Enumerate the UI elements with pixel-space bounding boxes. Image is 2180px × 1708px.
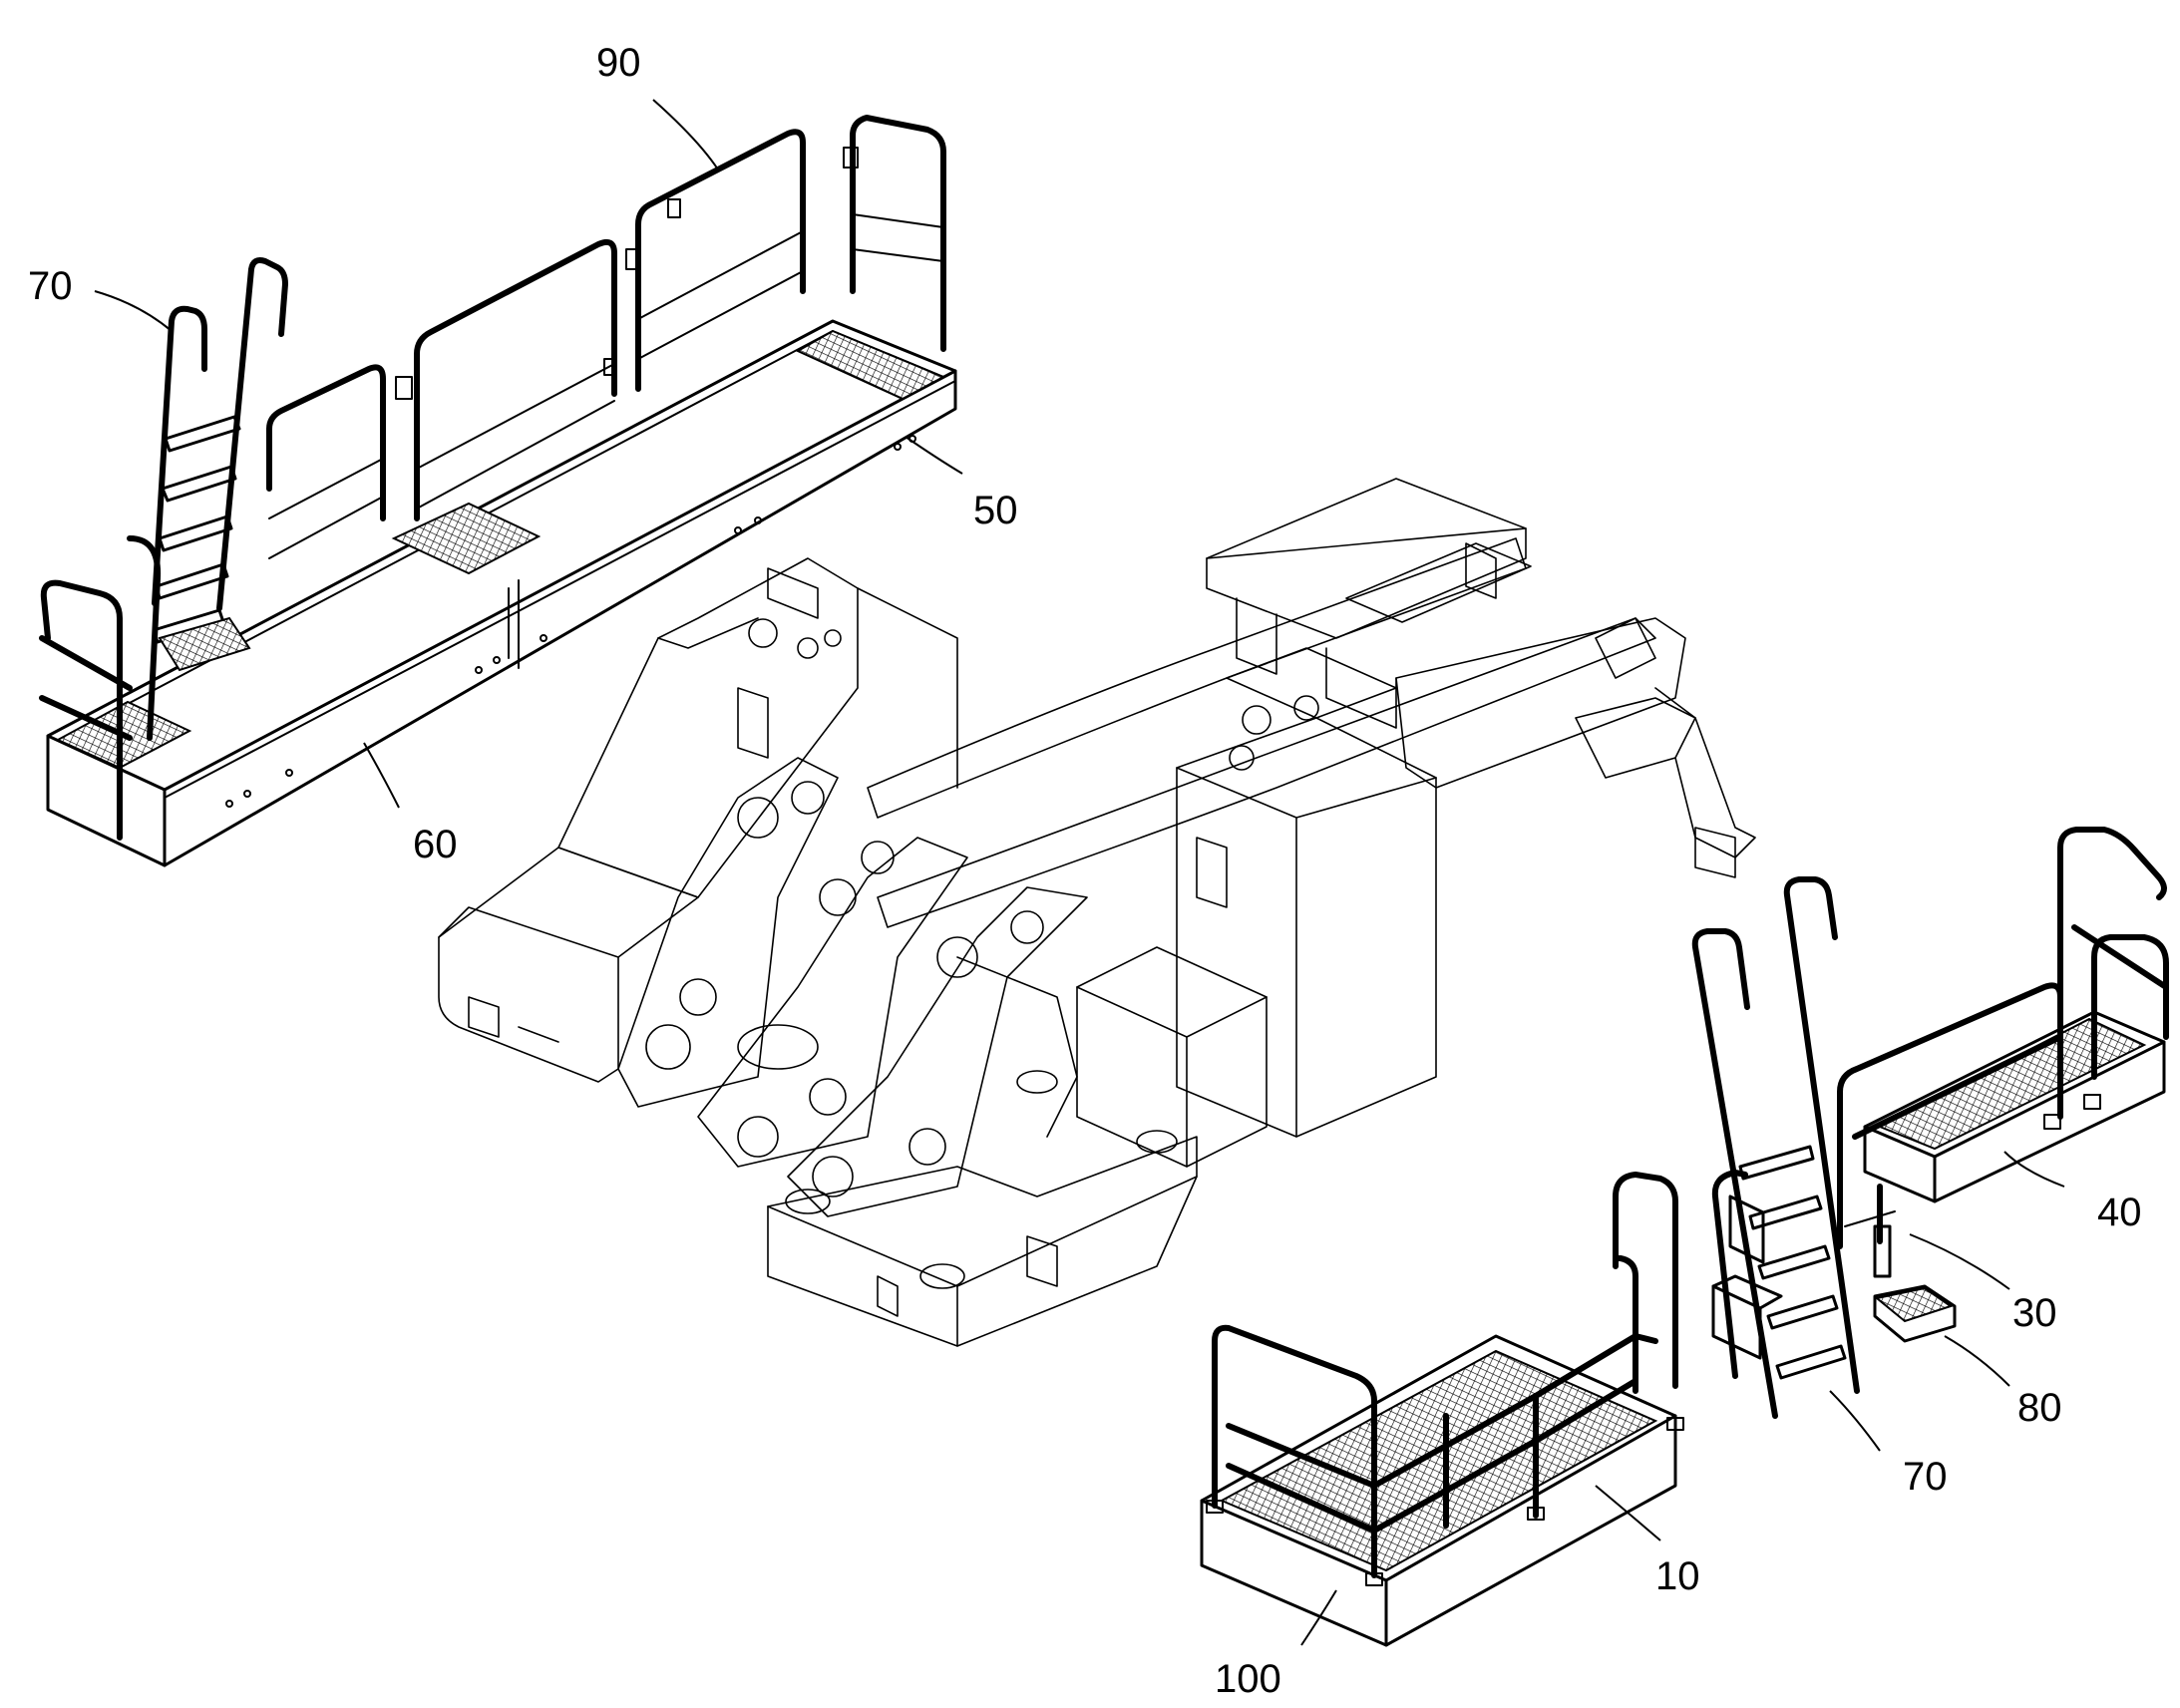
platform-10 bbox=[1200, 1172, 1684, 1647]
handrail-90 bbox=[266, 115, 946, 559]
ref-label-10: 10 bbox=[1655, 1554, 1700, 1598]
ref-label-60: 60 bbox=[413, 823, 458, 866]
reference-numerals: 90 70 50 60 40 30 80 70 10 100 bbox=[28, 41, 2142, 1701]
ref-label-70-left: 70 bbox=[28, 264, 73, 308]
walkway-deck-50-60 bbox=[46, 319, 957, 867]
upper-walkway-assembly bbox=[39, 115, 957, 867]
ref-label-50: 50 bbox=[973, 489, 1018, 532]
ref-label-40: 40 bbox=[2097, 1191, 2142, 1234]
leader-lines bbox=[94, 99, 2065, 1646]
ref-label-90: 90 bbox=[596, 41, 641, 85]
walkway-40 bbox=[1837, 827, 2169, 1278]
machine-chassis bbox=[438, 478, 1756, 1347]
ref-label-30: 30 bbox=[2012, 1291, 2057, 1335]
ref-label-70-right: 70 bbox=[1903, 1455, 1948, 1499]
ladder-70-left bbox=[39, 257, 288, 841]
lower-walkway-assembly bbox=[1200, 827, 2169, 1647]
ref-label-100: 100 bbox=[1215, 1657, 1281, 1701]
ladder-70-right bbox=[1691, 876, 1957, 1419]
ref-label-80: 80 bbox=[2017, 1386, 2062, 1430]
